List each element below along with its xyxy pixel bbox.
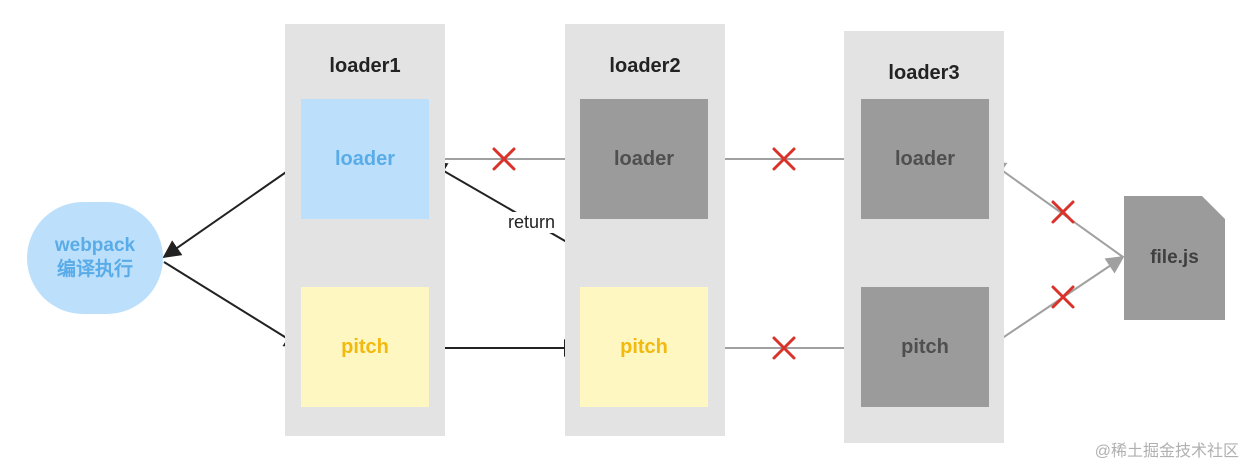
- arrow-file-to-loader3: [987, 159, 1124, 258]
- loader3-pitch-box: pitch: [861, 287, 989, 407]
- loader2-title: loader2: [609, 55, 681, 77]
- blocked-mark-loader3-loader2: [772, 147, 796, 171]
- webpack-sublabel: 编译执行: [56, 259, 133, 280]
- loader3-title: loader3: [888, 62, 960, 84]
- arrow-webpack-to-pitch1: [163, 261, 303, 348]
- loader1-pitch-box: pitch: [301, 287, 429, 407]
- loader1-loader-box: loader: [301, 99, 429, 219]
- loader2-pitch-box: pitch: [580, 287, 708, 407]
- blocked-mark-pitch2-pitch3: [772, 336, 796, 360]
- file-icon: [1124, 196, 1225, 320]
- return-label: return: [505, 212, 559, 233]
- webpack-label: webpack: [54, 235, 136, 256]
- webpack-node: webpack 编译执行: [27, 202, 163, 314]
- loader3-loader-box: loader: [861, 99, 989, 219]
- watermark: @稀土掘金技术社区: [1094, 443, 1239, 460]
- blocked-mark-loader2-loader1: [492, 147, 516, 171]
- blocked-mark-file-loader3: [1051, 200, 1075, 224]
- file-label: file.js: [1150, 247, 1199, 268]
- loader1-title: loader1: [329, 55, 401, 77]
- loader2-loader-box: loader: [580, 99, 708, 219]
- blocked-mark-pitch3-file: [1051, 285, 1075, 309]
- arrow-loader1-to-webpack: [162, 160, 303, 259]
